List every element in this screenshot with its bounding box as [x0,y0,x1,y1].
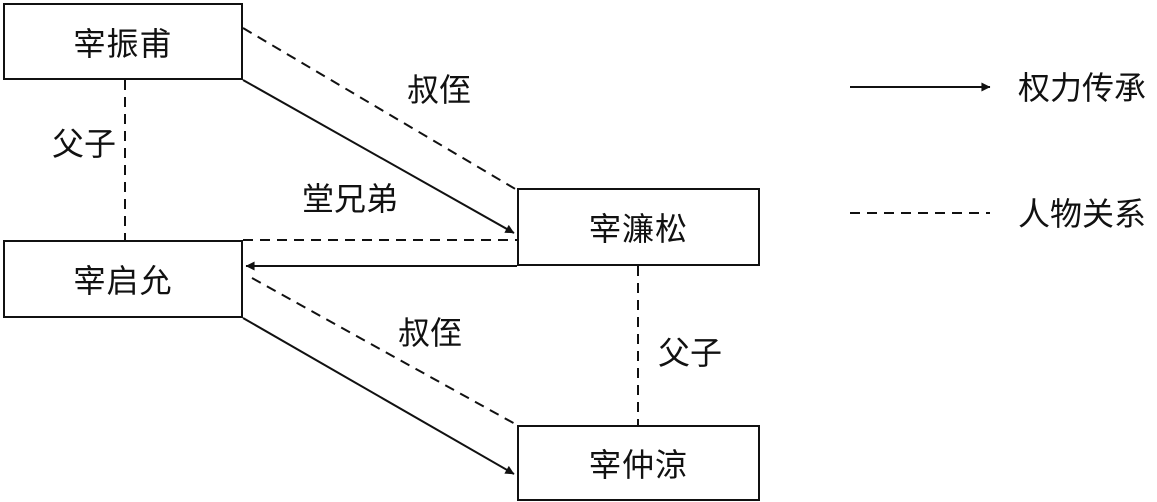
arrow-zhenfu-to-liansong [242,79,515,234]
legend-solid-label: 权力传承 [1018,69,1147,107]
node-xin-liansong: 宰濂松 [517,188,760,266]
label-shuzhi-top: 叔侄 [407,71,472,109]
node-xin-qiyun: 宰启允 [3,240,243,318]
label-fuzi-left: 父子 [52,125,117,163]
label-fuzi-right: 父子 [658,334,723,372]
node-xin-zhenfu: 宰振甫 [3,3,243,80]
label-tangxiongdi: 堂兄弟 [302,180,399,218]
arrow-qiyun-to-zhongliang [242,317,515,475]
legend-dashed-label: 人物关系 [1018,195,1147,233]
node-xin-zhongliang: 宰仲涼 [517,425,760,501]
shuzhi-bottom-line [251,277,518,426]
shuzhi-top-line [242,27,518,191]
label-shuzhi-bottom: 叔侄 [398,314,463,352]
